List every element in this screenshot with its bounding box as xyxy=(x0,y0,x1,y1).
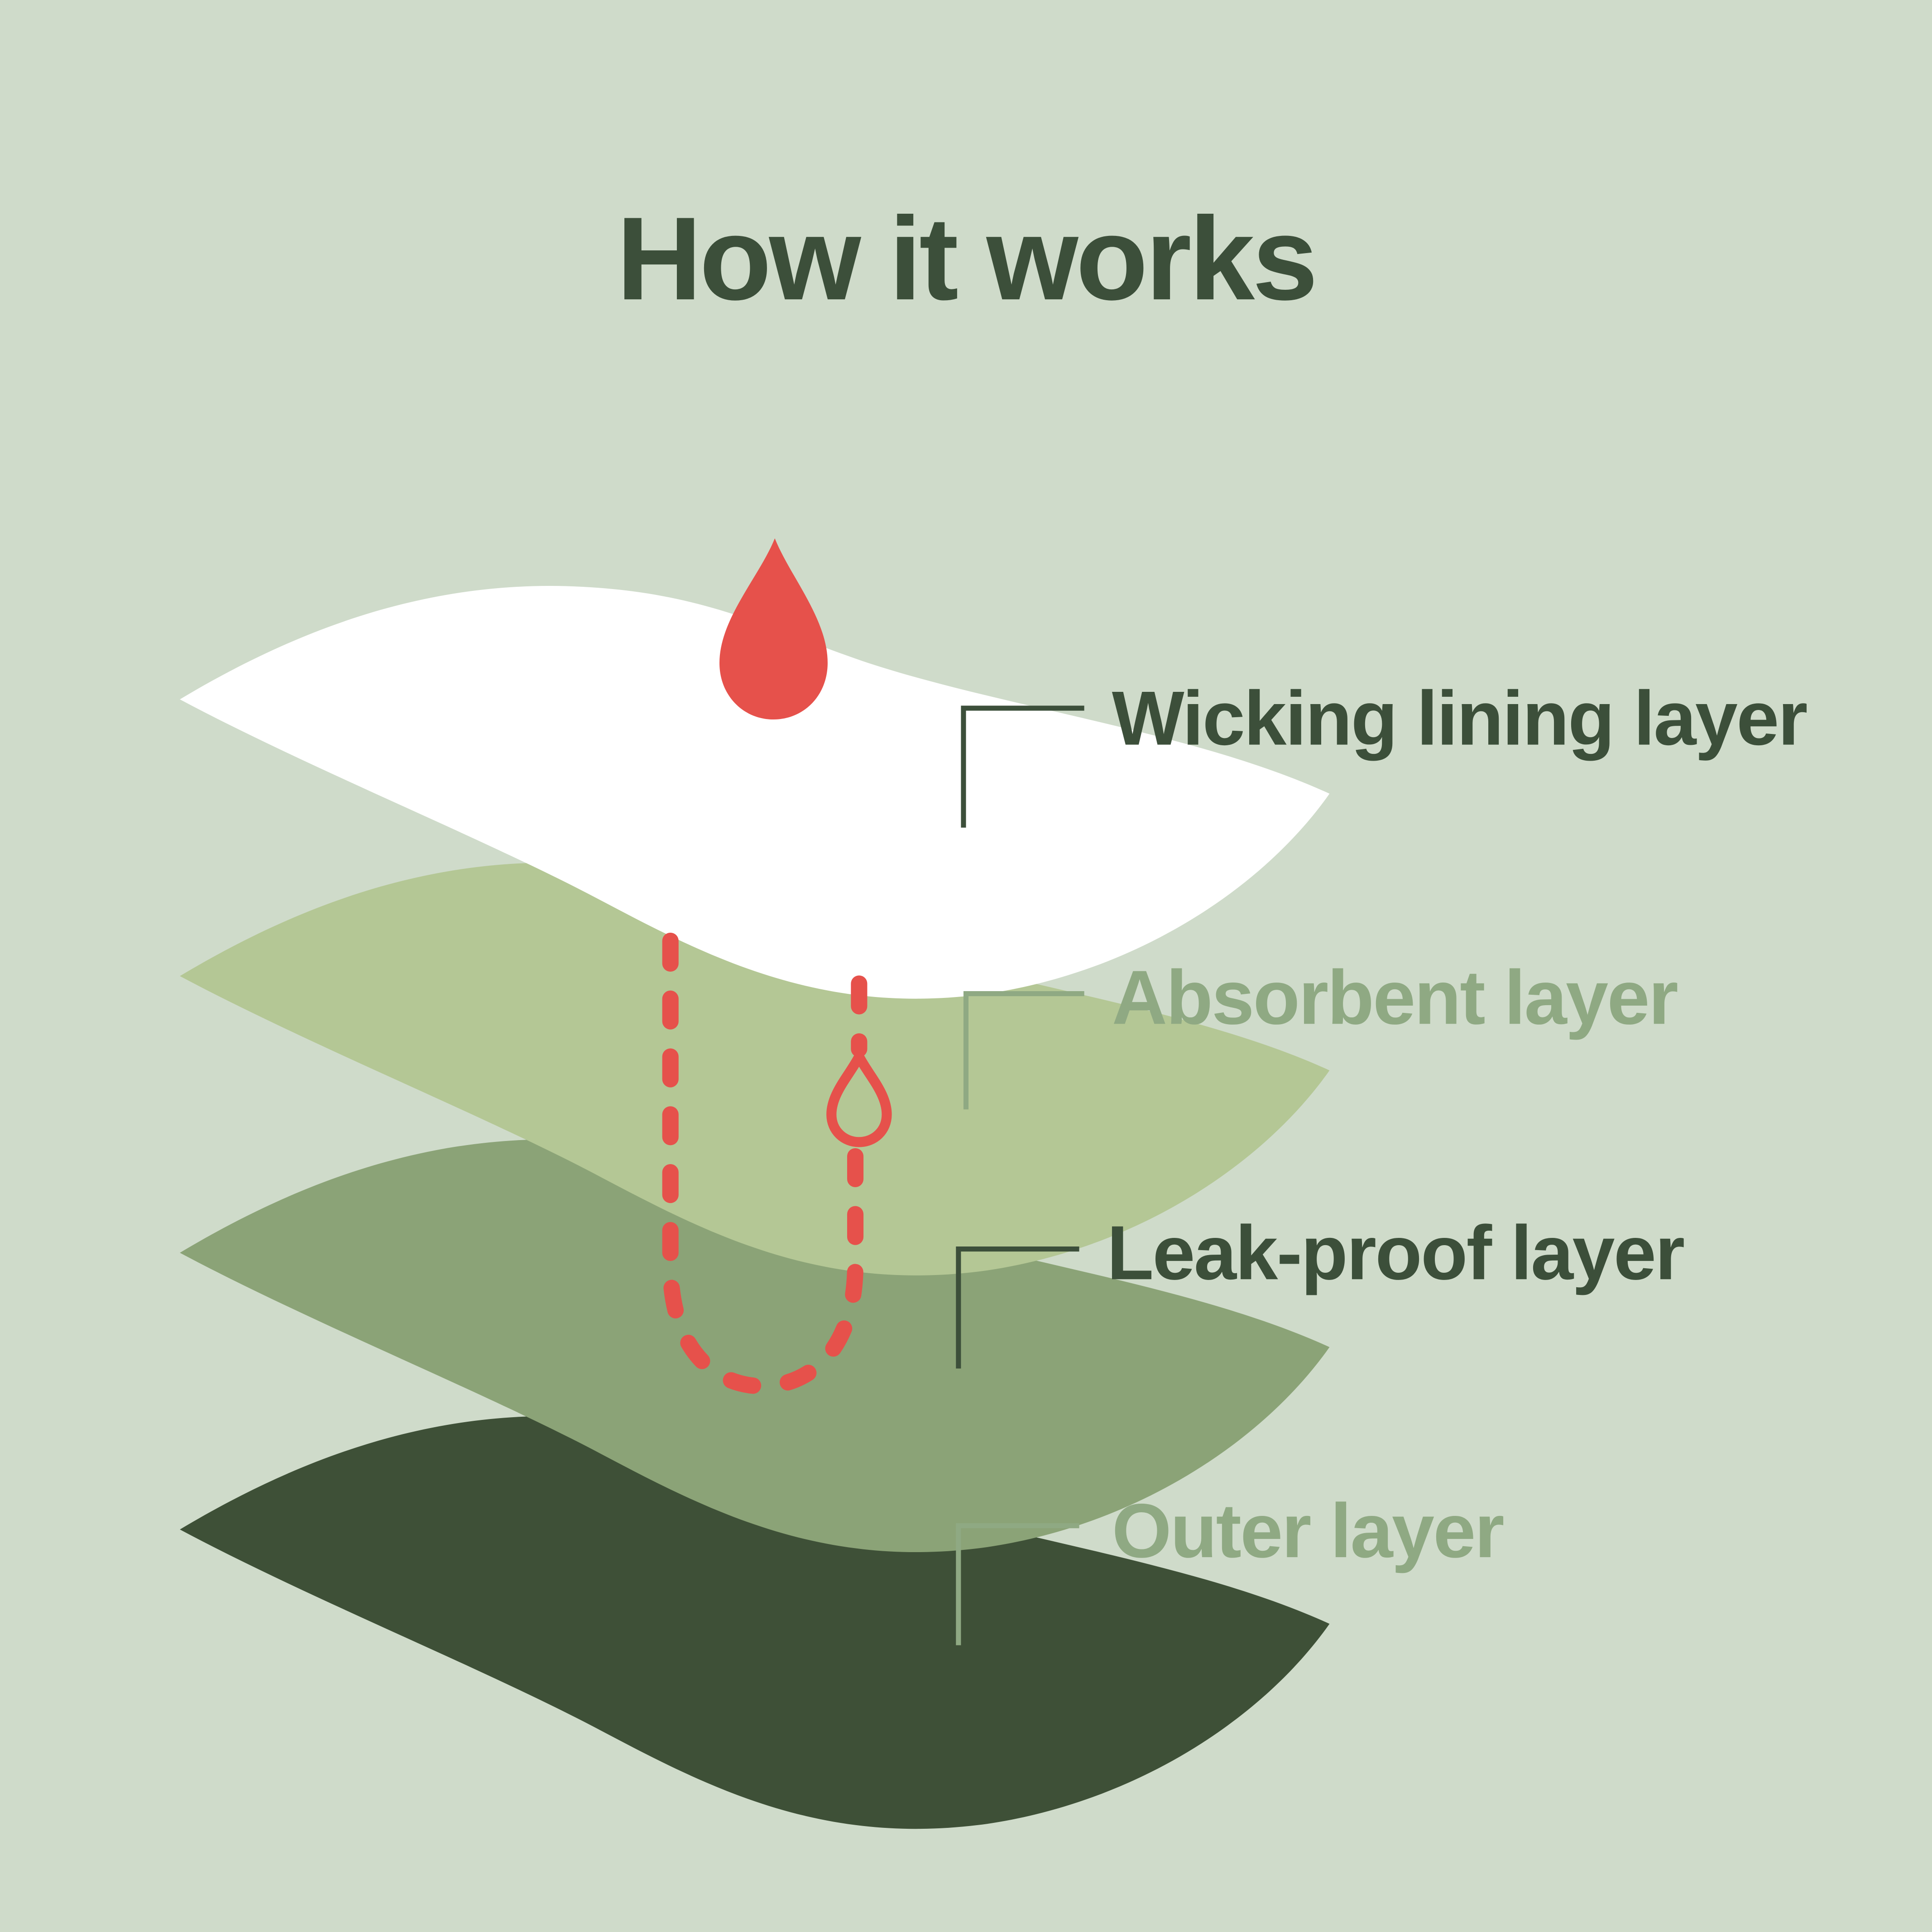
dashed-absorption-path-icon xyxy=(662,932,864,1395)
connector-outer xyxy=(956,1523,1079,1645)
connector-wicking xyxy=(961,705,1084,828)
connector-leakproof xyxy=(956,1246,1079,1369)
outlined-drop-icon xyxy=(826,1051,892,1147)
label-absorbent-layer: Absorbent layer xyxy=(1112,954,1678,1040)
label-wicking-layer: Wicking lining layer xyxy=(1112,676,1807,761)
label-outer-layer: Outer layer xyxy=(1112,1488,1504,1573)
blood-drop-icon xyxy=(719,538,828,720)
connector-absorbent xyxy=(963,991,1084,1110)
label-leakproof-layer: Leak-proof layer xyxy=(1107,1210,1684,1295)
page-title: How it works xyxy=(617,193,1316,325)
